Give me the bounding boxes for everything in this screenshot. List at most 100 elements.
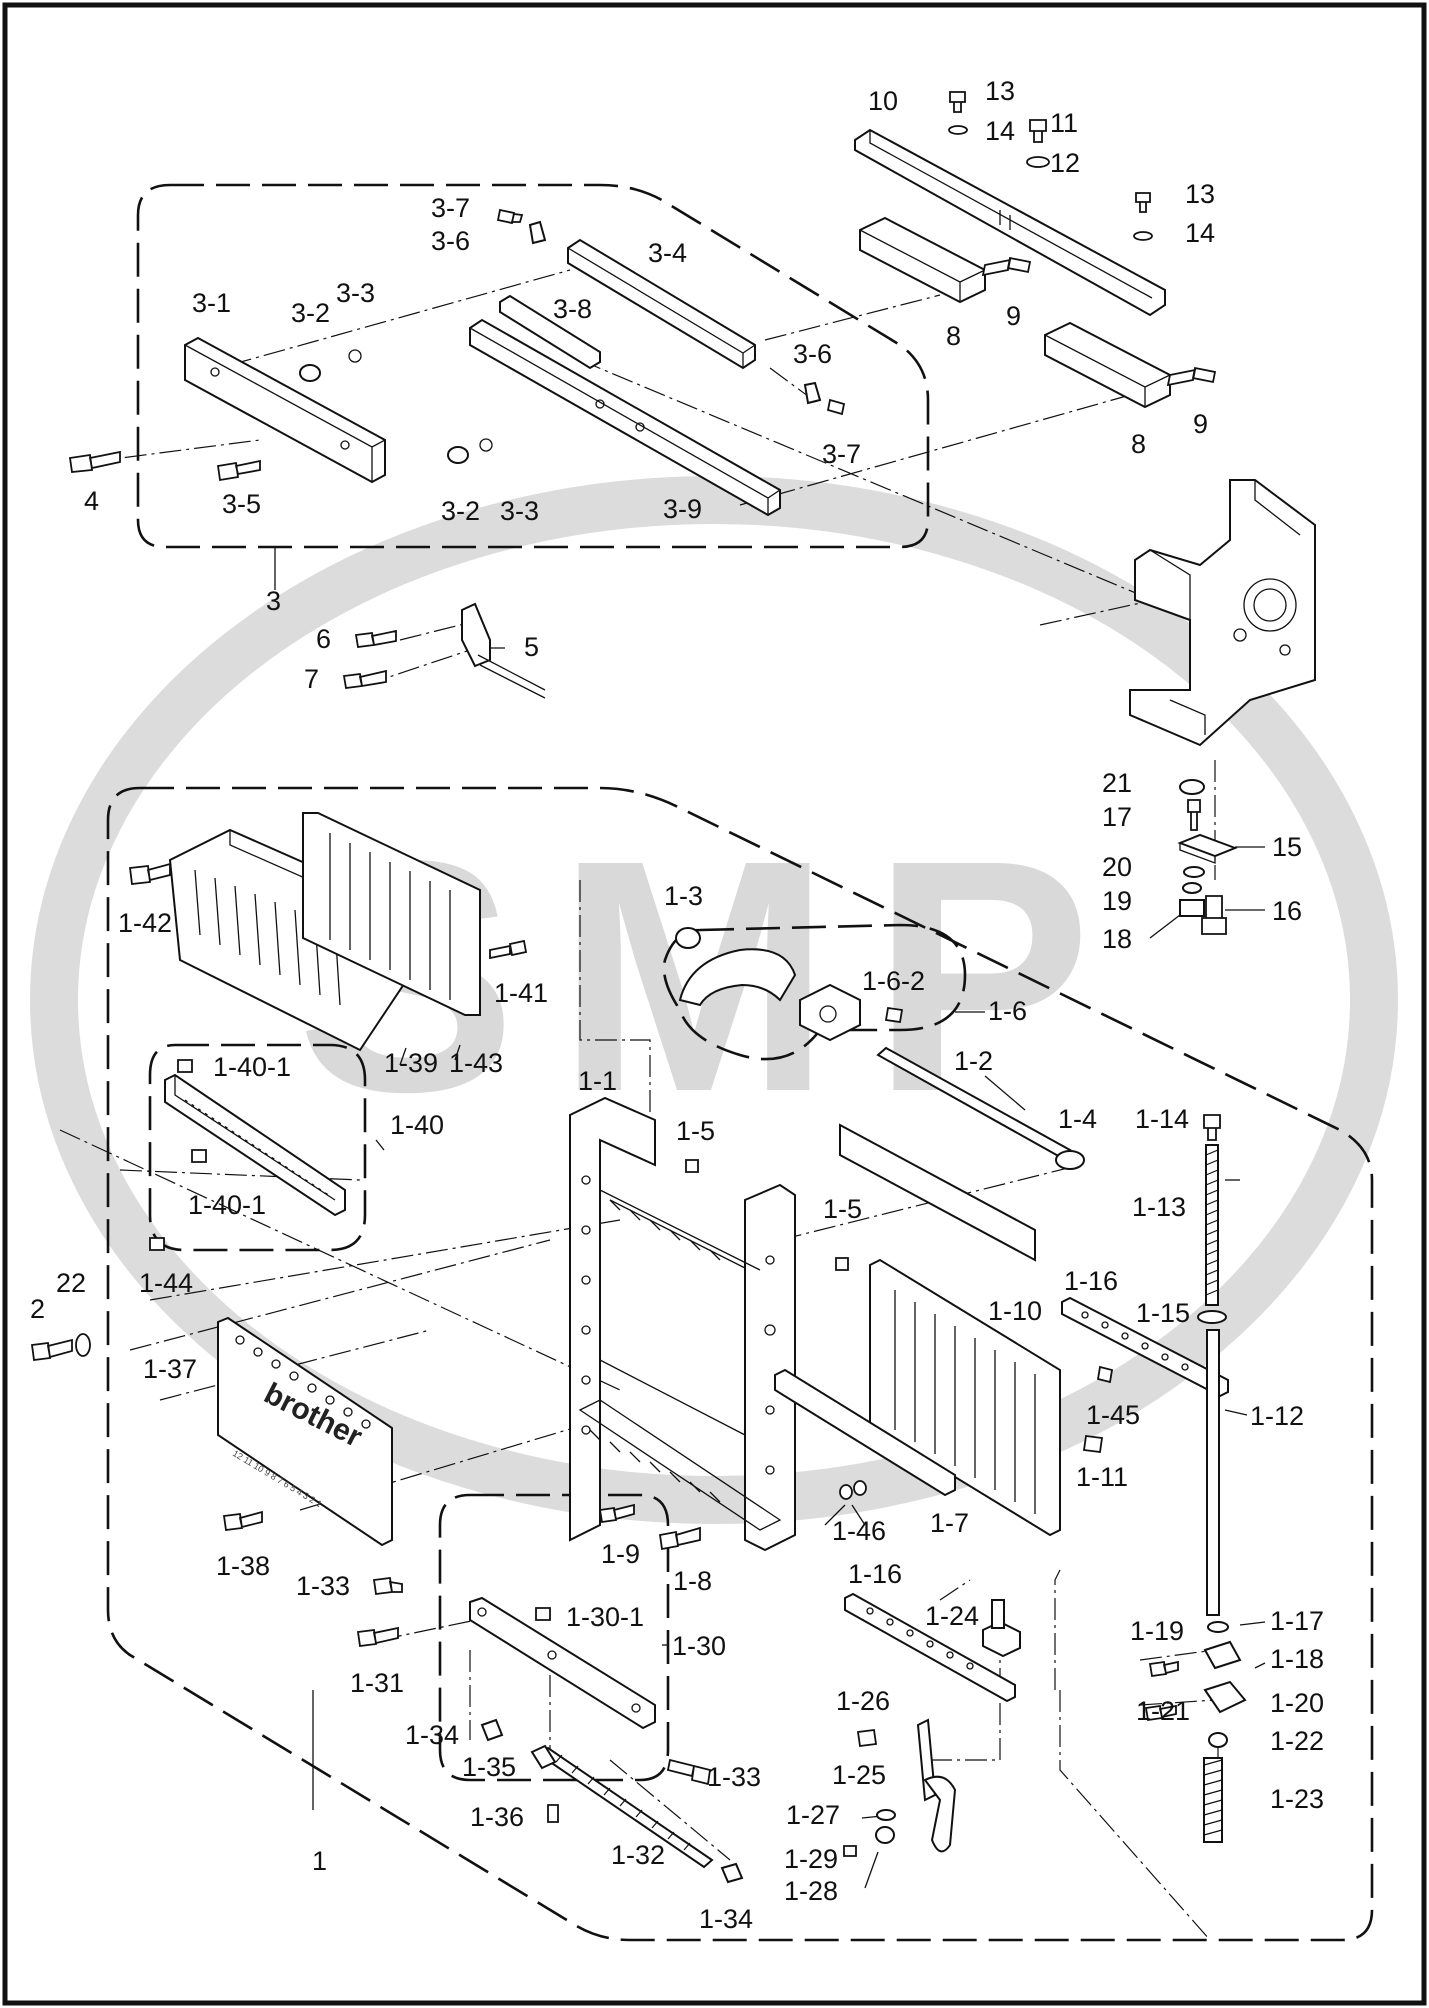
part-3-1-plate xyxy=(184,336,386,484)
screw-1-44 xyxy=(149,1237,165,1251)
part-label: 1-27 xyxy=(786,1800,840,1830)
part-label: 1-29 xyxy=(784,1844,838,1874)
part-label: 1-8 xyxy=(673,1566,712,1596)
screw-3-5 xyxy=(216,459,261,482)
part-label: 13 xyxy=(1185,179,1215,209)
washer-12 xyxy=(1026,156,1050,168)
part-label: 1-40-1 xyxy=(213,1052,291,1082)
screw-1-31 xyxy=(356,1626,399,1648)
part-label: 1-44 xyxy=(139,1268,193,1298)
screw-1-40-1-bottom xyxy=(191,1149,207,1163)
screw-1-21 xyxy=(1144,1704,1177,1722)
part-1-4-bushing xyxy=(1055,1150,1085,1170)
part-1-17-washer xyxy=(1207,1621,1229,1633)
part-1-1-main-frame xyxy=(569,1096,1036,1552)
part-label: 1-15 xyxy=(1136,1298,1190,1328)
part-1-20-block xyxy=(1203,1680,1247,1714)
part-label: 1-25 xyxy=(832,1760,886,1790)
part-label: 3-7 xyxy=(431,193,470,223)
screw-3-7-bottom xyxy=(826,398,846,416)
part-3-2-collar-b xyxy=(447,446,469,464)
part-label: 1-43 xyxy=(449,1048,503,1078)
part-label: 7 xyxy=(304,664,319,694)
part-1-30-bar xyxy=(469,1596,656,1730)
screws xyxy=(30,91,1227,1857)
part-1-18-block xyxy=(1203,1640,1242,1670)
part-3-6-clip-b xyxy=(803,381,822,405)
leader-lines xyxy=(274,548,1266,1889)
part-label: 1 xyxy=(312,1846,327,1876)
part-label: 1-18 xyxy=(1270,1644,1324,1674)
part-1-22-cap xyxy=(1208,1732,1228,1748)
screw-1-33-bottom xyxy=(666,1758,712,1786)
part-label: 1-23 xyxy=(1270,1784,1324,1814)
part-label: 4 xyxy=(84,486,99,516)
part-1-16-bar-lower xyxy=(844,1592,1016,1703)
part-1-13-screw xyxy=(1205,1144,1219,1306)
part-label: 1-33 xyxy=(296,1571,350,1601)
part-3-9-bar xyxy=(469,318,781,517)
part-1-23-spring xyxy=(1203,1757,1223,1843)
part-label: 1-41 xyxy=(494,978,548,1008)
part-label: 5 xyxy=(524,632,539,662)
part-label: 15 xyxy=(1272,832,1302,862)
part-label: 1-9 xyxy=(601,1539,640,1569)
group-3-boundary xyxy=(136,183,930,549)
screw-1-41 xyxy=(489,939,528,960)
part-label: 1-2 xyxy=(954,1046,993,1076)
screw-11 xyxy=(1029,119,1047,143)
part-label: 1-6-2 xyxy=(862,966,925,996)
part-label: 1-36 xyxy=(470,1802,524,1832)
part-label: 1-46 xyxy=(832,1516,886,1546)
part-1-12-rod xyxy=(1206,1329,1220,1616)
group-1-40-boundary xyxy=(148,1043,367,1252)
part-label: 1-1 xyxy=(578,1066,617,1096)
screw-9-a xyxy=(981,256,1032,277)
screw-17 xyxy=(1187,799,1201,831)
part-label: 1-5 xyxy=(823,1194,862,1224)
part-label: 1-10 xyxy=(988,1296,1042,1326)
part-3-3-ring-b xyxy=(479,438,493,452)
part-label: 1-35 xyxy=(462,1752,516,1782)
part-label: 1-45 xyxy=(1086,1400,1140,1430)
part-label: 1-40 xyxy=(390,1110,444,1140)
part-label: 1-20 xyxy=(1270,1688,1324,1718)
part-label: 3-3 xyxy=(500,496,539,526)
washer-1-46-a xyxy=(839,1484,853,1500)
washer-22 xyxy=(75,1333,91,1357)
group-1-30-boundary xyxy=(438,1493,670,1782)
part-3-8-bar xyxy=(499,294,601,370)
part-label: 1-26 xyxy=(836,1686,890,1716)
screw-13-top xyxy=(949,91,966,113)
screw-1-38 xyxy=(222,1510,263,1532)
washer-1-46-b xyxy=(853,1480,867,1496)
part-1-25-lever xyxy=(916,1718,957,1853)
part-label: 1-16 xyxy=(848,1559,902,1589)
part-label: 3-2 xyxy=(291,298,330,328)
screw-1-42 xyxy=(128,862,171,885)
group-1-boundary xyxy=(106,786,1374,1942)
part-label: 1-22 xyxy=(1270,1726,1324,1756)
part-label: 22 xyxy=(56,1268,86,1298)
part-label: 3-4 xyxy=(648,238,687,268)
part-label: 1-7 xyxy=(930,1508,969,1538)
part-label: 3-2 xyxy=(441,496,480,526)
part-label: 14 xyxy=(1185,218,1215,248)
screw-7 xyxy=(342,669,387,690)
part-1-24-pin-block xyxy=(982,1599,1021,1658)
part-label: 3-8 xyxy=(553,294,592,324)
part-5-bracket xyxy=(461,602,491,668)
part-label: 1-37 xyxy=(143,1354,197,1384)
part-label: 18 xyxy=(1102,924,1132,954)
screw-1-30-1 xyxy=(535,1607,551,1621)
part-label: 12 xyxy=(1050,148,1080,178)
part-1-3-cap xyxy=(675,927,701,949)
part-21-nut xyxy=(1179,779,1205,795)
part-1-16-bar-upper xyxy=(1061,1296,1229,1398)
part-label: 1-32 xyxy=(611,1840,665,1870)
part-label: 19 xyxy=(1102,886,1132,916)
part-label: 3-6 xyxy=(793,339,832,369)
part-15-bracket xyxy=(1177,833,1238,864)
